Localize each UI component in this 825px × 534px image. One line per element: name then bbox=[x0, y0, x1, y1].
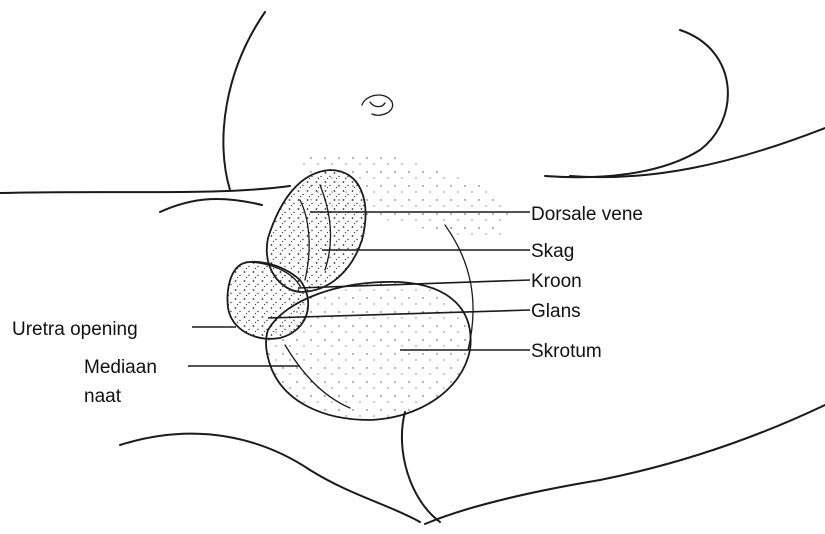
label-kroon: Kroon bbox=[531, 271, 582, 292]
navel-shape bbox=[362, 95, 393, 115]
label-uretra-opening: Uretra opening bbox=[12, 319, 138, 340]
label-dorsale-vene: Dorsale vene bbox=[531, 204, 643, 225]
label-mediaan: Mediaan bbox=[84, 357, 157, 378]
body-outline bbox=[0, 12, 825, 524]
label-skag: Skag bbox=[531, 241, 574, 262]
label-glans: Glans bbox=[531, 301, 581, 322]
label-naat: naat bbox=[84, 386, 122, 407]
label-skrotum: Skrotum bbox=[531, 341, 602, 362]
